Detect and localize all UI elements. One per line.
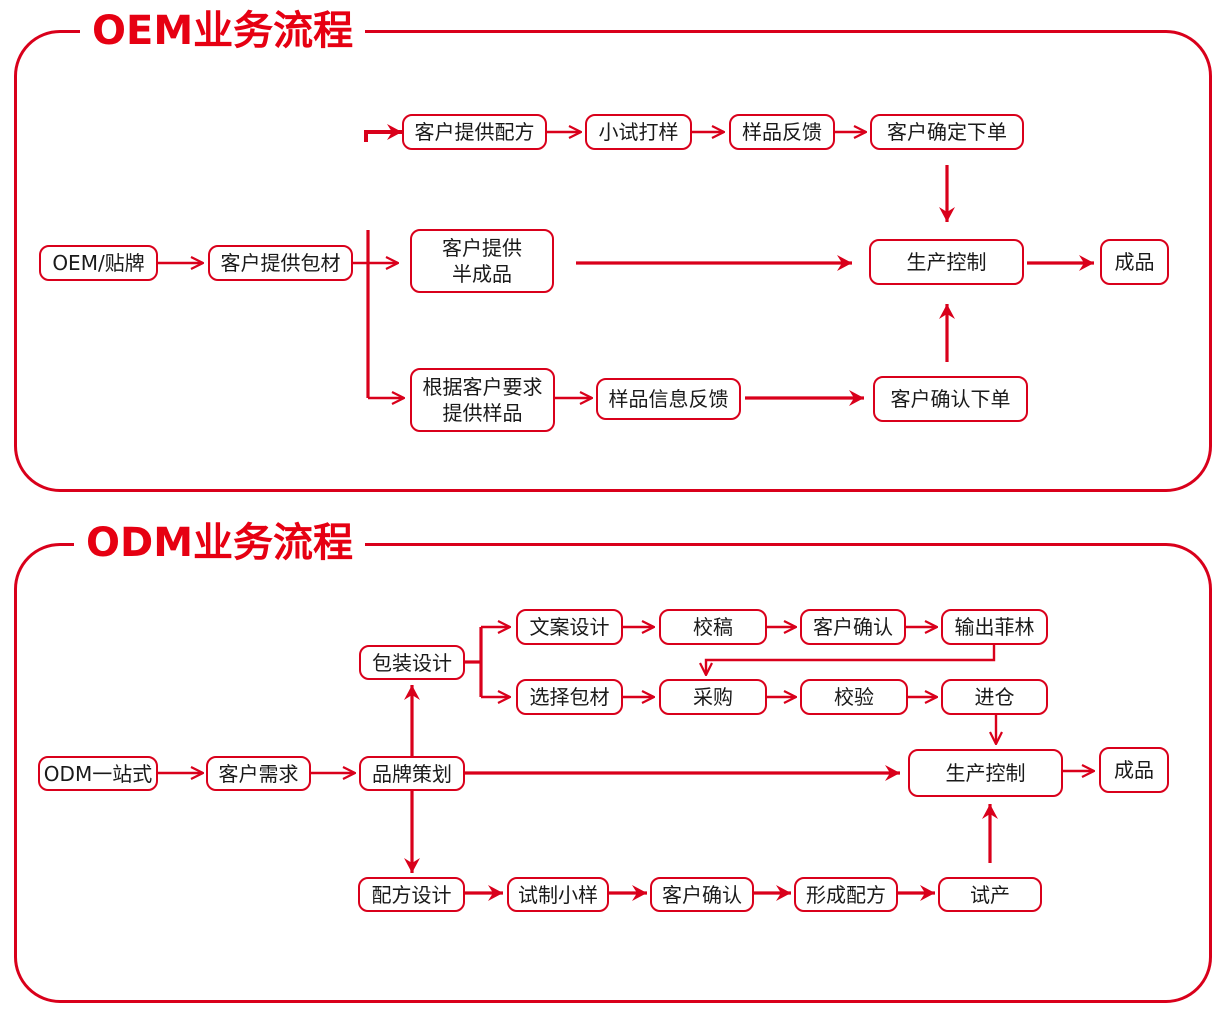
odm-trial-sample-node: 试制小样 — [507, 877, 609, 912]
oem-production-node: 生产控制 — [869, 239, 1024, 285]
oem-provide-samples-node: 根据客户要求 提供样品 — [410, 368, 555, 432]
oem-confirm-order-node: 客户确定下单 — [870, 114, 1024, 150]
odm-start-node: ODM一站式 — [38, 756, 158, 791]
odm-title: ODM业务流程 — [74, 515, 366, 571]
odm-purchase-node: 采购 — [659, 679, 767, 715]
odm-finished-node: 成品 — [1099, 747, 1169, 793]
oem-finished-node: 成品 — [1100, 239, 1169, 285]
odm-copy-design-node: 文案设计 — [516, 609, 623, 645]
odm-customer-confirm2-node: 客户确认 — [650, 877, 754, 912]
odm-needs-node: 客户需求 — [206, 756, 311, 791]
odm-inspect-node: 校验 — [800, 679, 908, 715]
oem-packaging-node: 客户提供包材 — [208, 245, 353, 281]
odm-film-node: 输出菲林 — [941, 609, 1048, 645]
oem-trial-node: 小试打样 — [585, 114, 692, 150]
arrow-film-purchase — [706, 645, 996, 675]
oem-sample-feedback-node: 样品反馈 — [729, 114, 835, 150]
odm-pack-design-node: 包装设计 — [359, 645, 465, 680]
odm-formula-design-node: 配方设计 — [358, 877, 465, 912]
arrow-top-hook — [364, 124, 402, 142]
odm-brand-node: 品牌策划 — [359, 756, 465, 791]
oem-start-node: OEM/贴牌 — [39, 245, 158, 281]
oem-title: OEM业务流程 — [80, 3, 366, 59]
odm-select-pack-node: 选择包材 — [516, 679, 623, 715]
odm-proof-node: 校稿 — [659, 609, 767, 645]
oem-panel — [14, 30, 1212, 492]
odm-panel — [14, 543, 1212, 1003]
oem-formula-node: 客户提供配方 — [402, 114, 547, 150]
odm-production-node: 生产控制 — [908, 749, 1063, 797]
odm-customer-confirm1-node: 客户确认 — [800, 609, 906, 645]
oem-semi-finished-node: 客户提供 半成品 — [410, 229, 554, 293]
odm-trial-production-node: 试产 — [938, 877, 1042, 912]
oem-confirm-order2-node: 客户确认下单 — [873, 376, 1028, 422]
oem-sample-info-node: 样品信息反馈 — [596, 378, 741, 420]
odm-warehouse-node: 进仓 — [941, 679, 1048, 715]
odm-form-formula-node: 形成配方 — [794, 877, 898, 912]
